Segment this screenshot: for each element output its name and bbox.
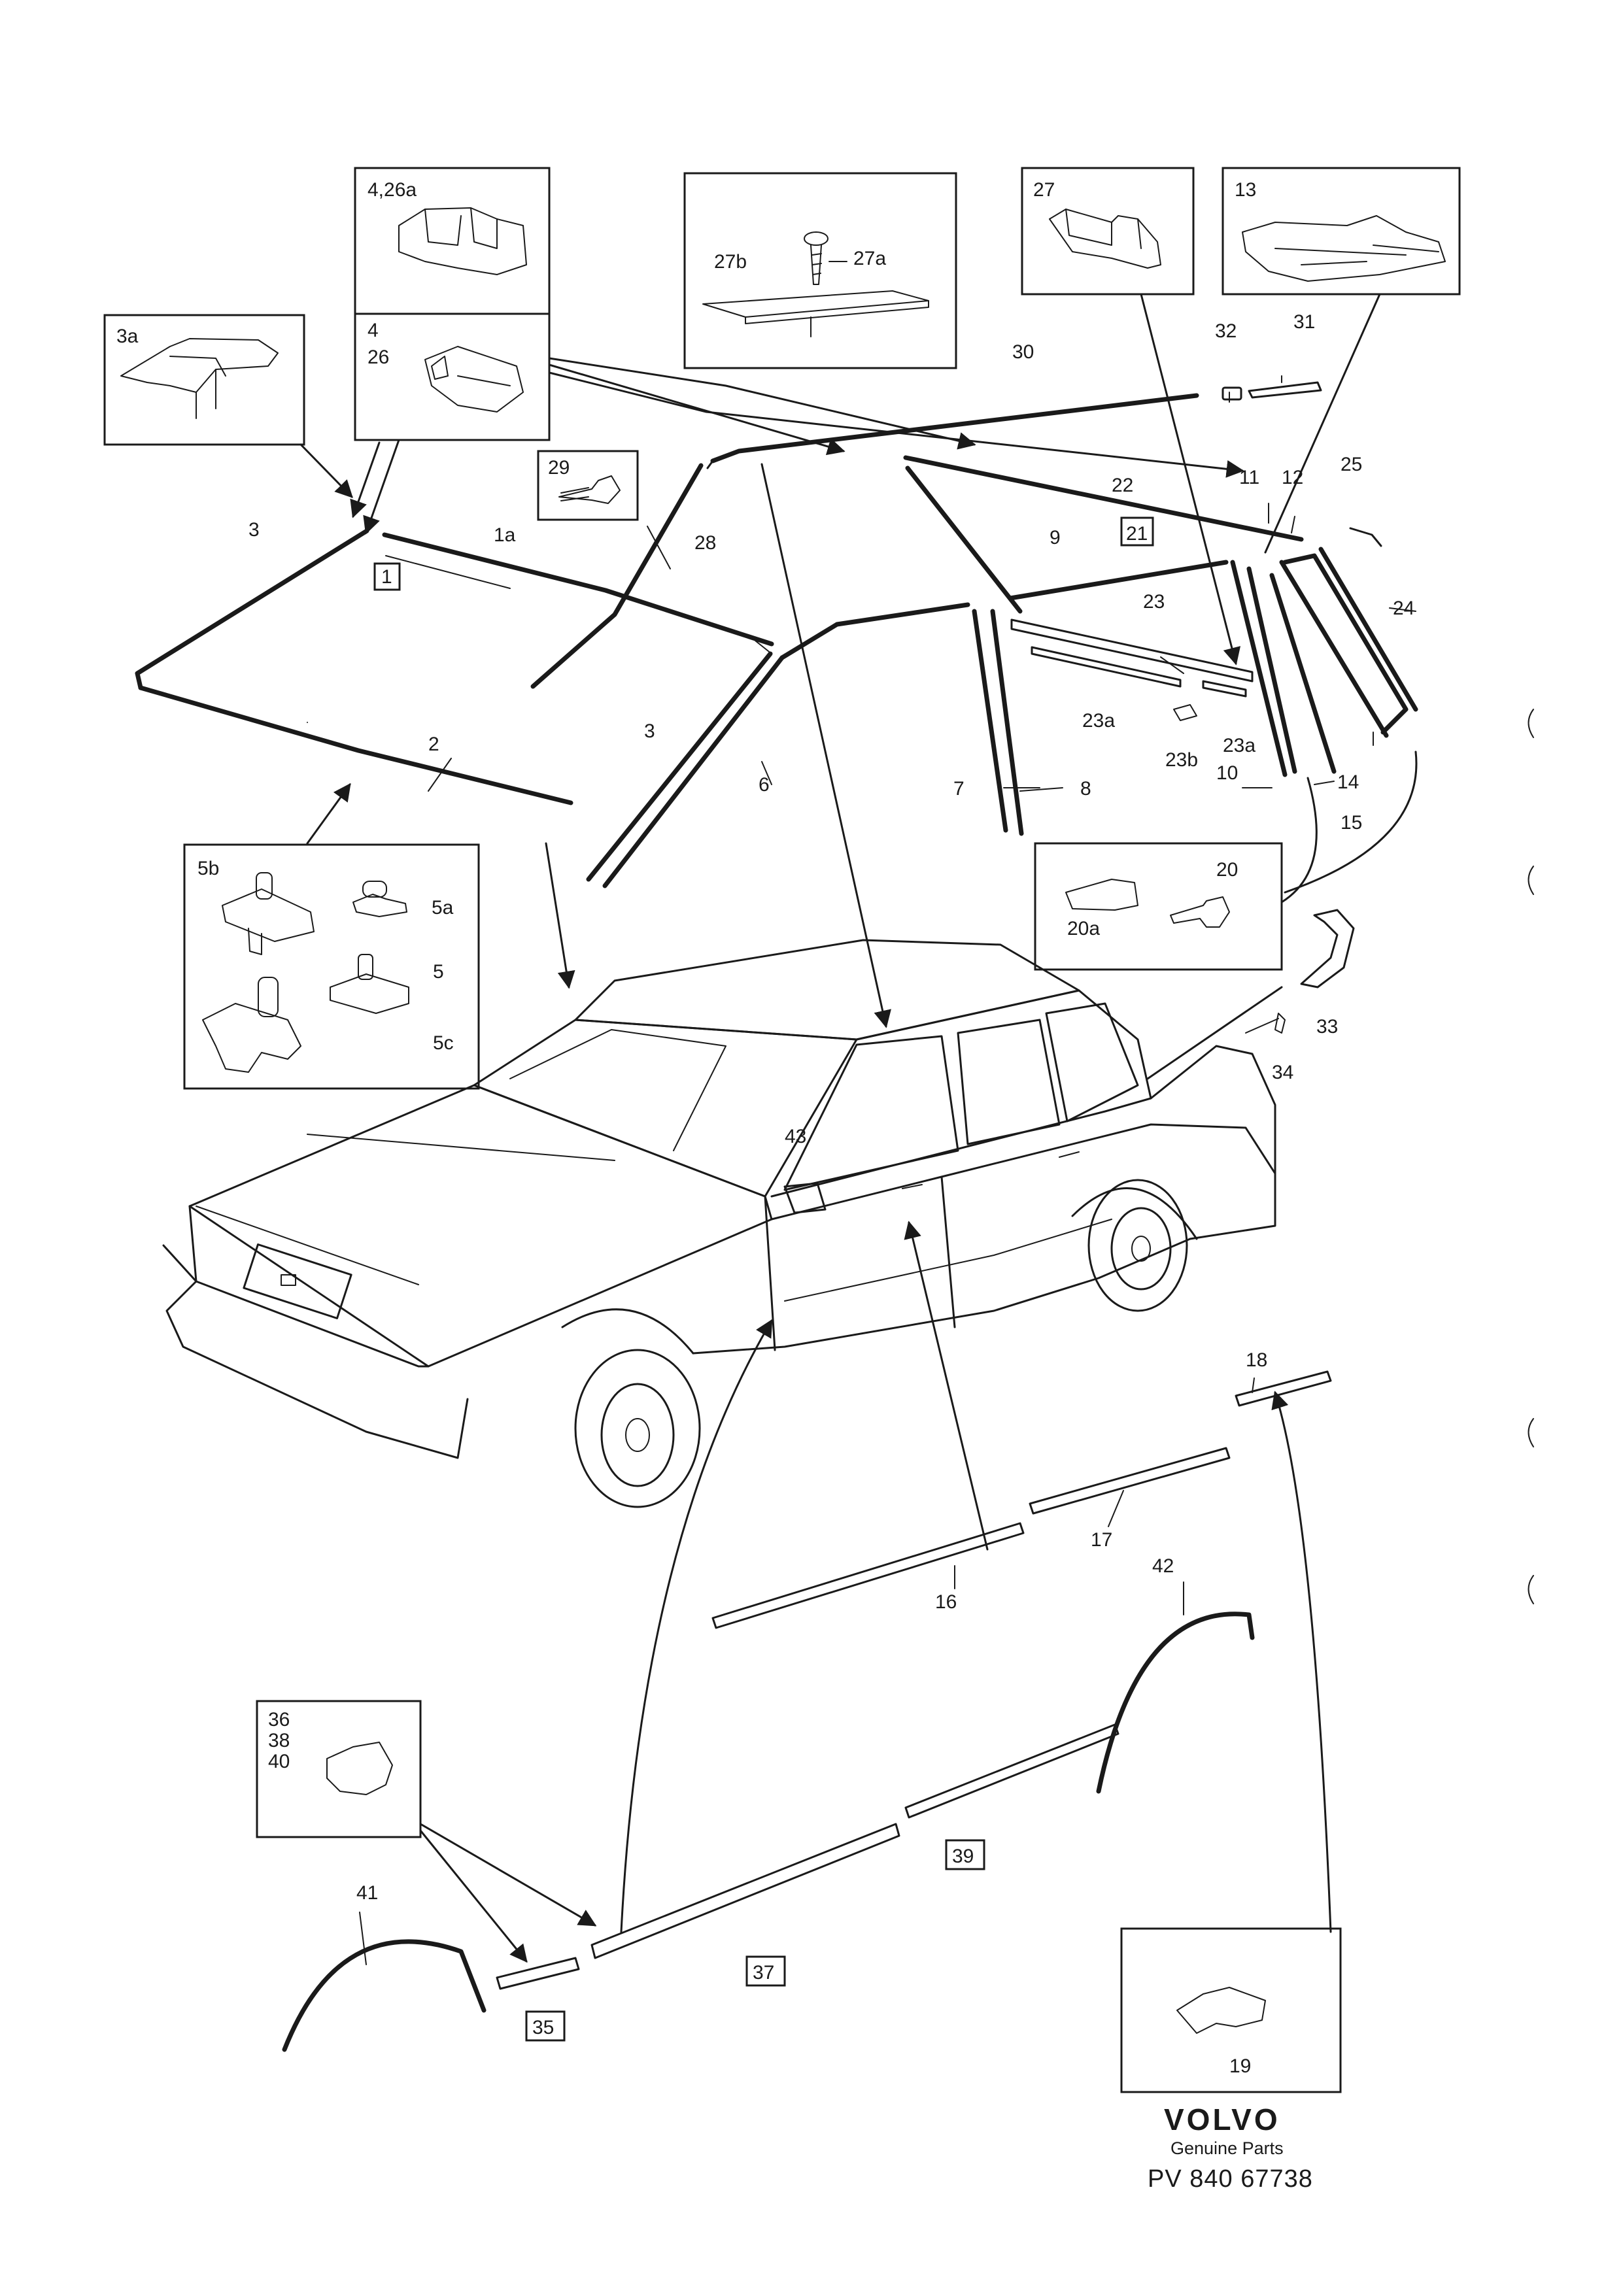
label-23a-right: 23a <box>1223 735 1256 756</box>
svg-text:27b: 27b <box>714 251 747 273</box>
label-21: 21 <box>1126 523 1148 545</box>
label-28: 28 <box>694 532 716 554</box>
inset-27ab: 27b 27a <box>683 172 957 369</box>
inset-4-26: 4 26 <box>354 312 551 441</box>
svg-text:5c: 5c <box>433 1032 454 1054</box>
svg-text:27a: 27a <box>853 248 886 269</box>
label-1: 1 <box>381 566 392 588</box>
inset-36-38-40: 36 38 40 <box>256 1700 422 1838</box>
label-35: 35 <box>532 2017 554 2038</box>
label-34: 34 <box>1272 1062 1293 1083</box>
svg-text:5a: 5a <box>432 897 454 919</box>
inset-20: 20a 20 <box>1034 842 1283 971</box>
svg-text:40: 40 <box>268 1751 290 1772</box>
label-1a: 1a <box>494 524 516 546</box>
svg-text:5: 5 <box>433 961 444 983</box>
document-code: PV 840 67738 <box>1148 2165 1313 2193</box>
label-10: 10 <box>1216 762 1238 784</box>
margin-marks <box>1528 709 1534 1604</box>
label-3-right: 3 <box>644 720 655 742</box>
label-23: 23 <box>1143 591 1165 613</box>
label-42: 42 <box>1152 1555 1174 1577</box>
label-31: 31 <box>1293 311 1315 333</box>
svg-text:20a: 20a <box>1067 918 1100 939</box>
svg-text:29: 29 <box>548 457 570 479</box>
car-drawing <box>162 939 1276 1508</box>
label-23b: 23b <box>1165 749 1198 771</box>
svg-text:38: 38 <box>268 1730 290 1751</box>
inset-3a: 3a <box>103 314 305 446</box>
inset-5: 5b 5a 5 5c <box>183 843 480 1090</box>
label-43: 43 <box>785 1126 806 1147</box>
label-18: 18 <box>1246 1349 1267 1371</box>
label-7: 7 <box>953 778 965 800</box>
part-labels: 1a 1 3 2 3 6 28 30 22 21 9 23 23a 23a 23… <box>248 311 1414 2042</box>
label-6: 6 <box>759 774 770 796</box>
label-33: 33 <box>1316 1016 1338 1038</box>
svg-text:26: 26 <box>367 346 389 368</box>
svg-text:3a: 3a <box>116 326 139 347</box>
label-14: 14 <box>1337 771 1359 793</box>
brand-block: VOLVO Genuine Parts PV 840 67738 <box>1148 2102 1313 2193</box>
svg-text:4,26a: 4,26a <box>367 179 417 201</box>
label-11: 11 <box>1239 467 1259 488</box>
inset-27: 27 <box>1021 167 1195 295</box>
svg-text:20: 20 <box>1216 859 1238 881</box>
label-17: 17 <box>1091 1529 1112 1551</box>
inset-13: 13 <box>1222 167 1461 295</box>
inset-29: 29 <box>537 450 639 521</box>
label-12: 12 <box>1282 467 1303 488</box>
label-8: 8 <box>1080 778 1091 800</box>
label-37: 37 <box>753 1962 774 1984</box>
label-9: 9 <box>1050 527 1061 549</box>
svg-text:19: 19 <box>1229 2055 1251 2077</box>
brand-tagline: Genuine Parts <box>1170 2138 1284 2158</box>
label-23a-left: 23a <box>1082 710 1115 732</box>
label-25: 25 <box>1341 454 1362 475</box>
label-24: 24 <box>1393 598 1414 619</box>
svg-text:5b: 5b <box>197 858 219 879</box>
label-39: 39 <box>952 1846 974 1867</box>
svg-text:13: 13 <box>1235 179 1256 201</box>
svg-text:27: 27 <box>1033 179 1055 201</box>
label-22: 22 <box>1112 475 1133 496</box>
label-16: 16 <box>935 1591 957 1613</box>
label-2: 2 <box>428 734 439 755</box>
label-30: 30 <box>1012 341 1034 363</box>
label-41: 41 <box>356 1882 378 1904</box>
label-32: 32 <box>1215 320 1237 342</box>
label-3-left: 3 <box>248 519 260 541</box>
brand-logo: VOLVO <box>1164 2102 1280 2136</box>
inset-19: 19 <box>1120 1927 1342 2093</box>
svg-text:4: 4 <box>367 320 379 341</box>
label-15: 15 <box>1341 812 1362 834</box>
leader-lines <box>299 293 1418 1965</box>
svg-text:36: 36 <box>268 1709 290 1730</box>
inset-4-26a: 4,26a <box>354 167 551 315</box>
